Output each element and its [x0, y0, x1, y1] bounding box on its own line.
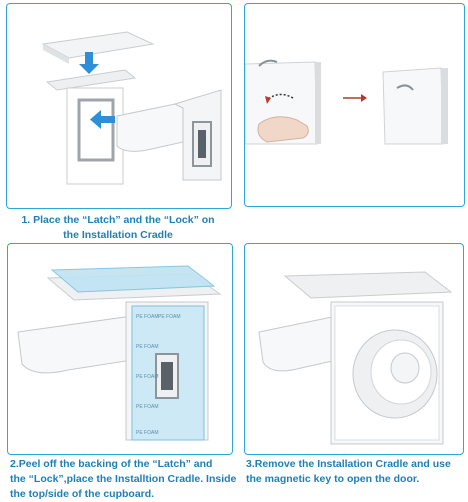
arrow-right-icon [343, 94, 367, 102]
step-open-door-panel [244, 3, 465, 207]
curved-arrow-icon [265, 93, 294, 104]
arrow-left-icon [90, 110, 115, 129]
tape-label: PE FOAM [158, 314, 181, 320]
tape-label: PE FOAM [136, 314, 159, 320]
step2-caption: 2.Peel off the backing of the “Latch” an… [10, 457, 240, 502]
step2-caption-line3: the top/side of the cupboard. [10, 488, 155, 500]
step1-image-panel [6, 3, 232, 209]
step3-image-panel [244, 243, 464, 455]
magnetic-key-on-lock-illustration [258, 271, 453, 445]
step1-caption-line2: the Installation Cradle [63, 229, 173, 241]
step2-caption-line1: 2.Peel off the backing of the “Latch” an… [10, 458, 213, 470]
tape-label: PE FOAM [136, 344, 159, 350]
step3-caption-line1: 3.Remove the Installation Cradle and use [246, 458, 451, 470]
step3-caption: 3.Remove the Installation Cradle and use… [246, 457, 464, 487]
magnetic-key [352, 329, 438, 419]
tape-label: PE FOAM [136, 430, 159, 436]
step2-image-panel: PE FOAM PE FOAM PE FOAM PE FOAM PE FOAM … [7, 243, 233, 455]
tape-label: PE FOAM [136, 374, 159, 380]
step1-caption-line1: 1. Place the “Latch” and the “Lock” on [21, 214, 215, 226]
tape-label: PE FOAM [136, 404, 159, 410]
step1-caption: 1. Place the “Latch” and the “Lock” on t… [6, 213, 230, 243]
latch-lock-on-cradle-illustration [41, 31, 222, 185]
peel-backing-illustration: PE FOAM PE FOAM PE FOAM PE FOAM PE FOAM … [17, 265, 222, 441]
arrow-down-icon [79, 52, 99, 74]
step2-caption-line2: the “Lock”,place the Installtion Cradle.… [10, 473, 237, 485]
magnetic-key-open-illustration [245, 59, 448, 145]
step3-caption-line2: the magnetic key to open the door. [246, 473, 420, 485]
